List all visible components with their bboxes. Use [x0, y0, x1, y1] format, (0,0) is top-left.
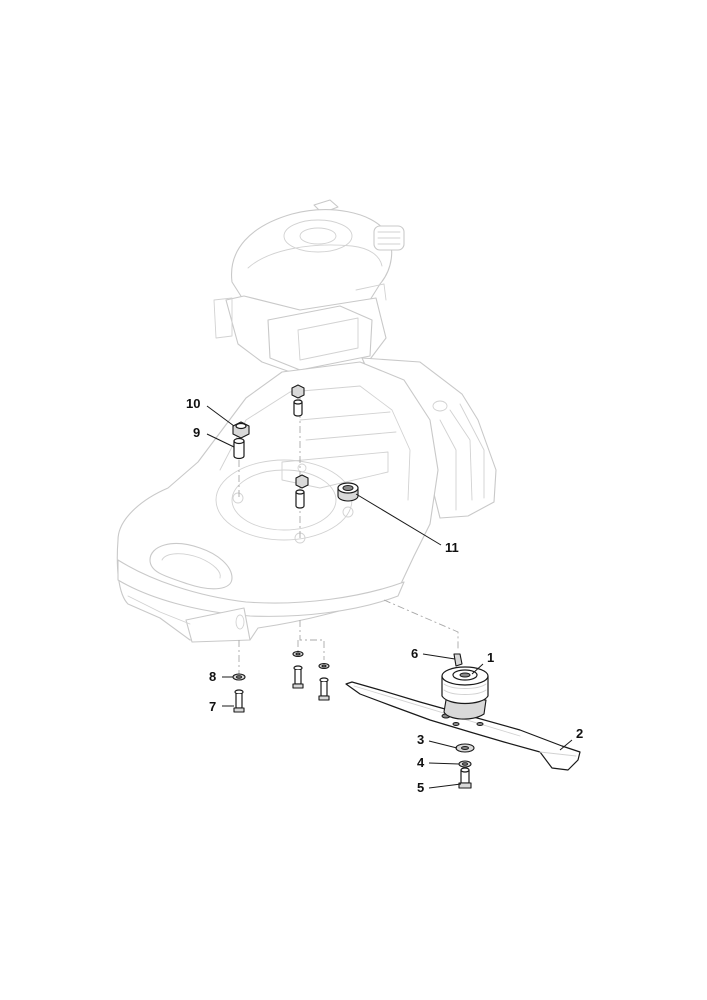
- deck-bolt-right: [318, 677, 330, 701]
- mower-deck-ghost: [116, 357, 497, 643]
- leader-1: [471, 663, 484, 675]
- callout-10: 10: [186, 396, 201, 411]
- callout-9: 9: [193, 425, 201, 440]
- part-1-blade-adapter: [441, 666, 489, 720]
- part-2-blade: [345, 681, 581, 771]
- leader-2: [559, 739, 573, 751]
- leader-3: [428, 740, 458, 749]
- callout-3: 3: [417, 732, 425, 747]
- leader-5: [428, 783, 462, 789]
- part-6-key: [453, 653, 463, 667]
- part-5-blade-bolt: [458, 767, 472, 789]
- deck-spacer-lower: [295, 474, 309, 509]
- callout-6: 6: [411, 646, 419, 661]
- deck-bolt-middle: [292, 665, 304, 689]
- callout-11: 11: [445, 540, 459, 555]
- deck-spacer-upper: [291, 384, 305, 417]
- leader-9: [206, 433, 235, 448]
- leader-6: [422, 653, 456, 660]
- part-11-bushing: [337, 482, 359, 502]
- callout-5: 5: [417, 780, 425, 795]
- part-7-bolt: [233, 689, 245, 713]
- part-3-washer: [455, 743, 475, 753]
- leader-4: [428, 762, 460, 765]
- deck-washer-right: [318, 662, 330, 670]
- engine-ghost: [213, 199, 405, 375]
- callout-8: 8: [209, 669, 217, 684]
- part-9-spacer: [233, 437, 245, 460]
- callout-2: 2: [576, 726, 584, 741]
- part-8-washer: [232, 673, 246, 681]
- leader-lines: [206, 405, 573, 789]
- leader-11: [355, 493, 442, 546]
- part-10-nut: [232, 421, 250, 439]
- leader-10: [206, 405, 235, 427]
- callout-1: 1: [487, 650, 495, 665]
- callout-4: 4: [417, 755, 425, 770]
- deck-washer-middle: [292, 650, 304, 658]
- callout-7: 7: [209, 699, 217, 714]
- part-4-lock-washer: [458, 760, 472, 768]
